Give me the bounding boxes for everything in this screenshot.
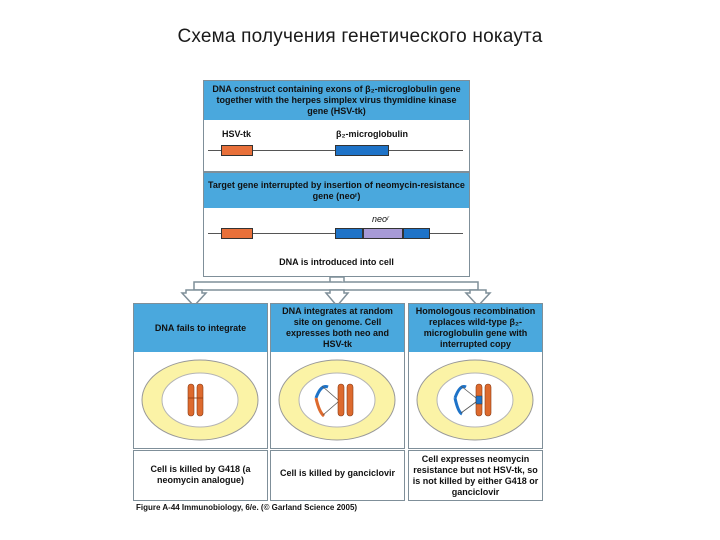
hsvtk-segment: [221, 145, 253, 156]
target-header: Target gene interrupted by insertion of …: [204, 173, 469, 208]
cell-3: [416, 359, 534, 441]
figure-credit: Figure A-44 Immunobiology, 6/e. (© Garla…: [136, 503, 358, 512]
neo-label: neoʳ: [372, 214, 389, 224]
outcome-header-3: Homologous recombination replaces wild-t…: [409, 304, 542, 352]
b2m-left-segment: [335, 228, 363, 239]
dna-introduced-note: DNA is introduced into cell: [279, 257, 394, 267]
cell-1: [141, 359, 259, 441]
result-text-1: Cell is killed by G418 (a neomycin analo…: [150, 464, 251, 485]
hsvtk-label: HSV-tk: [222, 129, 252, 139]
b2m-segment: [335, 145, 389, 156]
chromosome-2a: [337, 383, 345, 417]
b2m-right-segment: [403, 228, 430, 239]
hsvtk-segment-2: [221, 228, 253, 239]
b2m-label: β₂-microglobulin: [336, 129, 408, 139]
chromosome-1a: [187, 383, 195, 417]
result-panel-2: [270, 450, 405, 501]
result-panel-3: [408, 450, 543, 501]
result-text-2: Cell is killed by ganciclovir: [279, 468, 396, 478]
interrupted-gene-insert: [475, 395, 483, 405]
outcome-header-1: DNA fails to integrate: [134, 304, 267, 352]
slide-title: Схема получения генетического нокаута: [177, 26, 543, 47]
outcome-header-2: DNA integrates at random site on genome.…: [271, 304, 404, 352]
result-panel-1: [133, 450, 268, 501]
chromosome-2b: [346, 383, 354, 417]
chromosome-3b: [484, 383, 492, 417]
cell-2: [278, 359, 396, 441]
neo-segment: [363, 228, 403, 239]
construct-header: DNA construct containing exons of β₂-mic…: [204, 81, 469, 120]
chromosome-1b: [196, 383, 204, 417]
result-text-3: Cell expresses neomycin resistance but n…: [412, 454, 539, 497]
